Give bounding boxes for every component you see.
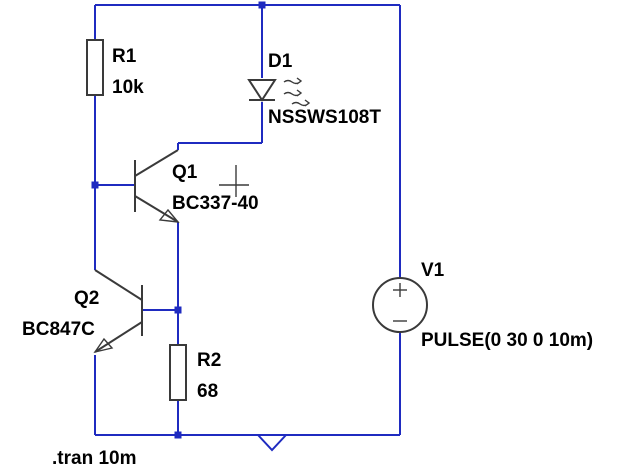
- r2-ref-label[interactable]: R2: [197, 350, 221, 371]
- junction-dot: [174, 306, 182, 314]
- junction-dot: [174, 431, 182, 439]
- q2-emitter-arrow-icon: [93, 337, 114, 354]
- d1-value-label[interactable]: NSSWS108T: [268, 107, 381, 128]
- led-d1-body[interactable]: [247, 79, 277, 102]
- led-emission-ray-icon: [291, 99, 311, 107]
- v1-ref-label[interactable]: V1: [421, 260, 445, 281]
- transistor-q1[interactable]: [134, 143, 180, 228]
- q2-ref-label[interactable]: Q2: [74, 288, 99, 309]
- spice-directive[interactable]: .tran 10m: [52, 448, 136, 469]
- junctions: [91, 1, 266, 439]
- v1-value-label[interactable]: PULSE(0 30 0 10m): [421, 330, 593, 351]
- q1-value-label[interactable]: BC337-40: [172, 193, 259, 214]
- led-d1[interactable]: [247, 77, 311, 107]
- wires: [94, 4, 401, 436]
- ground-icon[interactable]: [257, 434, 287, 452]
- r1-value-label[interactable]: 10k: [112, 77, 144, 98]
- junction-dot: [258, 1, 266, 9]
- r1-ref-label[interactable]: R1: [112, 46, 137, 67]
- resistor-r2-body[interactable]: [169, 344, 187, 401]
- resistor-r2[interactable]: [169, 344, 187, 401]
- junction-dot: [91, 181, 99, 189]
- q1-emitter-leg: [134, 195, 179, 223]
- q1-emitter-arrow-icon: [158, 208, 180, 223]
- led-emission-ray-icon: [283, 89, 303, 97]
- d1-ref-label[interactable]: D1: [268, 51, 293, 72]
- resistor-r1[interactable]: [86, 39, 104, 96]
- q2-emitter-leg: [94, 321, 143, 353]
- q1-ref-label[interactable]: Q1: [172, 162, 198, 183]
- q2-value-label[interactable]: BC847C: [22, 319, 95, 340]
- q2-collector-leg: [94, 269, 143, 301]
- resistor-r1-body[interactable]: [86, 39, 104, 96]
- transistor-q2[interactable]: [93, 269, 143, 354]
- crosshair-cursor-icon: [219, 165, 249, 197]
- r2-value-label[interactable]: 68: [197, 381, 218, 402]
- q1-collector-leg: [134, 149, 179, 177]
- voltage-source-v1[interactable]: [372, 277, 428, 333]
- v1-body[interactable]: [372, 277, 428, 333]
- led-emission-ray-icon: [283, 77, 303, 85]
